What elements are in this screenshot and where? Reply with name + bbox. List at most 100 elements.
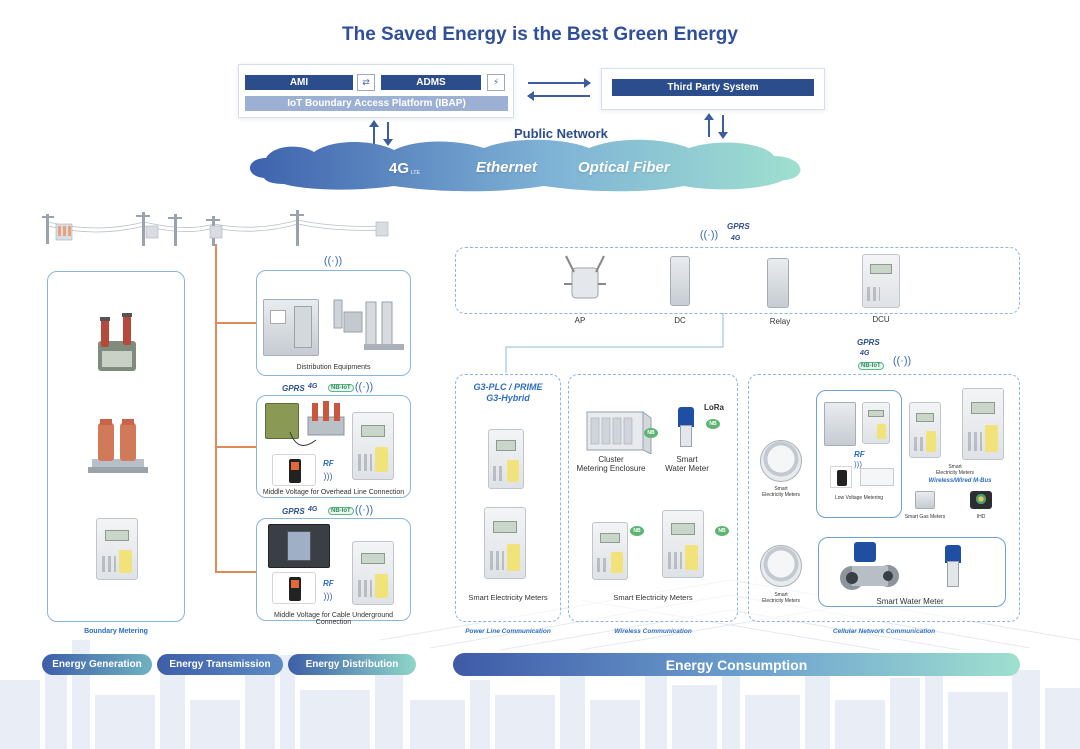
ibap-bar[interactable]: IoT Boundary Access Platform (IBAP) (245, 96, 508, 111)
connector-underground (215, 571, 257, 573)
lora-badge: LoRa (704, 403, 724, 412)
distribution-cabinet (263, 299, 319, 356)
connector-vertical (215, 244, 217, 573)
cellular-round-meter-2 (760, 545, 802, 587)
dc-device (670, 256, 690, 306)
gprs-label-overhead: GPRS (282, 384, 305, 393)
gprs-label-cellular: GPRS (857, 338, 880, 347)
overhead-controller (265, 403, 299, 439)
ami-button[interactable]: AMI (245, 75, 353, 90)
stage-energy-generation[interactable]: Energy Generation (42, 654, 152, 675)
lte-badge: LTE (411, 170, 420, 176)
device-label-ap: AP (574, 316, 586, 325)
gateway-devices-box (455, 247, 1020, 314)
overhead-electricity-meter (352, 412, 394, 480)
arrow-right (528, 78, 591, 88)
overhead-recloser (307, 401, 345, 436)
wireless-footer: Wireless Communication (614, 628, 692, 635)
arrow-up-left (369, 120, 379, 144)
nbiot-badge-underground: NB-IoT (328, 507, 354, 515)
nbiot-tag-water: NB (706, 419, 720, 429)
low-voltage-meter (862, 402, 890, 444)
cluster-metering-enclosure (586, 411, 652, 454)
plc-meter-1 (488, 429, 524, 489)
underground-label: Middle Voltage for Cable Underground Con… (273, 612, 394, 626)
ap-device (564, 255, 606, 299)
water-meter-label: Smart Water Meter (876, 597, 944, 606)
cellular-meter-a (909, 402, 941, 458)
connector-overhead (215, 446, 257, 448)
gas-meter-label: Smart Gas Meters (904, 514, 946, 520)
arrow-down-left (383, 122, 393, 146)
smart-water-meter-pipe (840, 542, 899, 590)
boundary-metering-label: Boundary Metering (84, 628, 148, 635)
cellular-meter-b (962, 388, 1004, 460)
wifi-icon: ((·)) (354, 381, 374, 393)
cellular-meter-2-line1: Smart (774, 592, 788, 598)
underground-cabinet (268, 524, 330, 568)
nbiot-tag-meter-1: NB (630, 526, 644, 536)
water-label-line2: Water Meter (665, 464, 709, 473)
4g-badge-cellular: 4G (860, 350, 870, 357)
stage-energy-transmission[interactable]: Energy Transmission (157, 654, 283, 675)
plc-footer: Power Line Communication (465, 628, 551, 635)
4g-badge-top: 4G (731, 235, 741, 242)
cellular-meters-label-line2: Electricity Meters (935, 470, 975, 476)
device-label-dcu: DCU (872, 315, 890, 324)
4g-badge-underground: 4G (308, 506, 318, 513)
cellular-meter-2-line2: Electricity Meters (761, 598, 801, 604)
distribution-equipments-label: Distribution Equipments (296, 364, 371, 371)
cellular-footer: Cellular Network Communication (832, 628, 936, 635)
boundary-electricity-meter (96, 518, 138, 580)
stage-energy-distribution[interactable]: Energy Distribution (288, 654, 416, 675)
nbiot-badge-cellular: NB-IoT (858, 362, 884, 370)
wireless-meter-label: Smart Electricity Meters (613, 593, 693, 602)
cluster-label-line2: Metering Enclosure (576, 464, 646, 473)
nbiot-badge-overhead: NB-IoT (328, 384, 354, 392)
battery-icon: ⚡ (487, 74, 505, 91)
smart-water-meter-wireless (676, 407, 696, 453)
ihd-label: IHD (976, 514, 986, 520)
water-label-line1: Smart (676, 455, 698, 464)
ihd-device (970, 491, 992, 509)
nbiot-tag-cluster: NB (644, 428, 658, 438)
transmission-line-illustration (42, 210, 389, 246)
low-voltage-display (860, 468, 894, 486)
device-label-dc: DC (674, 316, 686, 325)
cellular-meter-1-line1: Smart (774, 486, 788, 492)
gprs-label-underground: GPRS (282, 507, 305, 516)
wifi-icon: ((·)) (892, 355, 912, 367)
nbiot-tag-meter-2: NB (715, 526, 729, 536)
public-network-label: Public Network (514, 126, 608, 141)
wifi-icon: ))) (323, 591, 333, 601)
adms-button[interactable]: ADMS (381, 75, 481, 90)
boundary-transformer-1 (98, 313, 136, 371)
wireless-meter-1 (592, 522, 628, 580)
cellular-meter-1-line2: Electricity Meters (761, 492, 801, 498)
low-voltage-label: Low Voltage Metering (834, 495, 884, 501)
plc-title-line2: G3-Hybrid (486, 393, 530, 403)
cloud-label-optical-fiber: Optical Fiber (578, 159, 670, 176)
gateway-connector (505, 313, 724, 373)
switch-icon: ⇄ (357, 74, 375, 91)
mbus-label: Wireless/Wired M-Bus (928, 478, 992, 484)
third-party-button[interactable]: Third Party System (612, 79, 814, 96)
plc-meter-2 (484, 507, 526, 579)
underground-electricity-meter (352, 541, 394, 605)
dcu-device (862, 254, 900, 308)
arrow-down-right (718, 115, 728, 139)
stage-energy-consumption[interactable]: Energy Consumption (453, 653, 1020, 676)
rf-label-overhead: RF (323, 459, 334, 468)
cloud-label-ethernet: Ethernet (476, 159, 537, 176)
smart-water-meter-cellular (944, 545, 962, 591)
smart-gas-meter (915, 491, 935, 509)
wifi-icon: ((·)) (699, 229, 719, 241)
wifi-icon: ))) (323, 471, 333, 481)
cluster-label-line1: Cluster (598, 455, 624, 464)
wireless-meter-2 (662, 510, 704, 578)
relay-device (767, 258, 789, 308)
gprs-label-top: GPRS (727, 222, 750, 231)
overhead-handheld-terminal (272, 454, 316, 486)
plc-title-line1: G3-PLC / PRIME (473, 382, 543, 392)
low-voltage-handheld (830, 466, 852, 488)
